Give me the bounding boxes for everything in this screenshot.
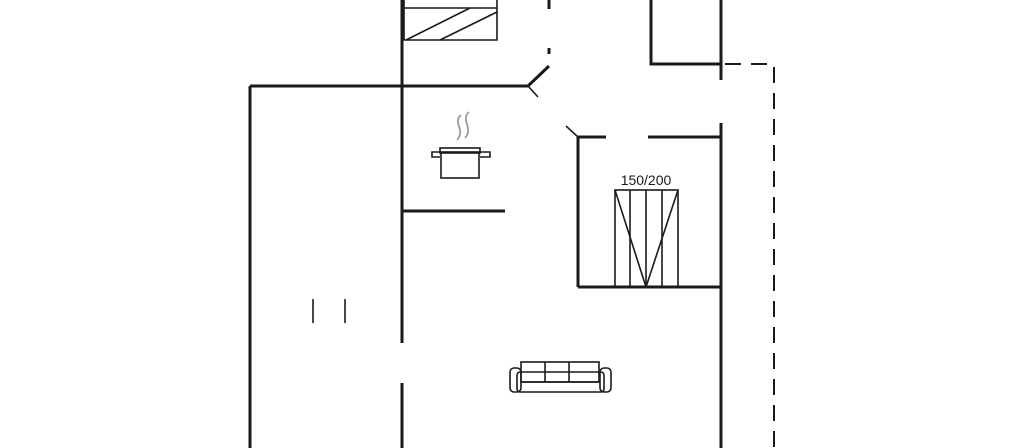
cooking-pot-icon	[431, 111, 491, 179]
walls	[248, 0, 723, 448]
sofa-icon	[509, 361, 612, 393]
bed-size-label: 150/200	[621, 172, 672, 188]
double-bed-icon	[614, 189, 679, 288]
door-symbols	[526, 64, 579, 138]
terrace-outline	[725, 63, 775, 448]
staircase-icon	[403, 0, 498, 41]
radiator-icon	[312, 299, 346, 323]
